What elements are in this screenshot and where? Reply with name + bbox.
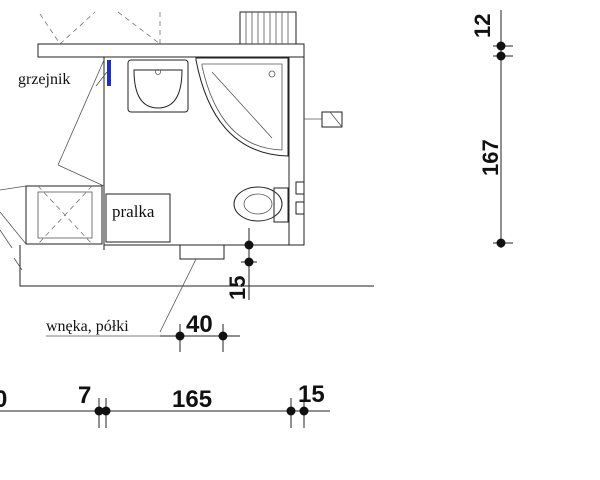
diagonal-lines	[0, 59, 105, 245]
sink	[127, 59, 189, 113]
niche-leader	[159, 258, 197, 333]
right-dimension-line	[493, 10, 513, 248]
corner-shower	[195, 57, 289, 157]
washing-machine	[105, 193, 171, 243]
dim-bottom-left-partial: 0	[0, 386, 7, 413]
top-dashed-lines	[39, 11, 161, 45]
left-wall-outline	[19, 245, 374, 287]
dim-niche-width: 40	[186, 311, 213, 338]
wall-switch	[295, 181, 305, 195]
dim-right-top: 12	[470, 14, 495, 38]
niche-label: wnęka, półki	[46, 318, 129, 335]
radiator-label: grzejnik	[18, 71, 70, 88]
niche-depth-dimension	[241, 228, 257, 300]
right-wall	[288, 56, 305, 246]
dim-bottom-main: 165	[172, 386, 212, 413]
right-vent-box	[321, 111, 343, 128]
radiator	[107, 60, 111, 86]
bottom-dimension-line	[0, 398, 330, 428]
niche-recess	[179, 244, 225, 260]
radiator-leader	[95, 71, 108, 87]
left-cabinet	[25, 185, 103, 245]
dim-niche-depth: 15	[225, 276, 250, 300]
wall-outlet	[295, 201, 305, 215]
niche-width-dimension	[160, 324, 240, 352]
dim-right-main: 167	[478, 139, 503, 176]
top-grille	[239, 11, 297, 45]
top-wall	[37, 43, 305, 58]
washer-label: pralka	[112, 202, 155, 221]
dim-bottom-wall: 7	[78, 382, 91, 409]
dim-bottom-right: 15	[298, 381, 325, 408]
toilet	[233, 186, 289, 223]
